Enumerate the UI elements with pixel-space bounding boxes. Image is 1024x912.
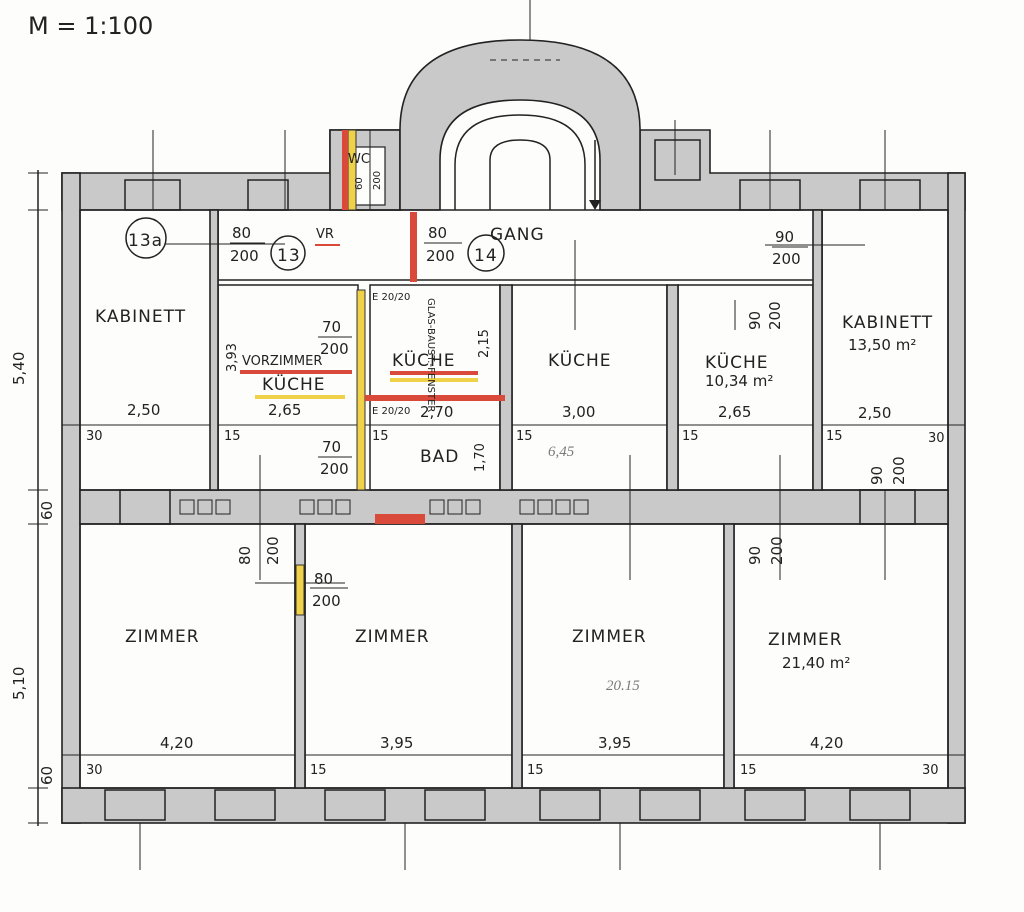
dim-height-60-a: 60 (38, 501, 56, 520)
label-gang: GANG (490, 225, 545, 245)
door-80-c: 80 (314, 570, 333, 588)
label-zimmer-4-area: 21,40 m² (782, 654, 850, 672)
door-200-c: 200 (772, 250, 801, 268)
label-vorzimmer: VORZIMMER (242, 354, 322, 369)
dim-e20-b: E 20/20 (372, 406, 410, 417)
label-kuche-mid: KÜCHE (392, 349, 456, 371)
door-dimensions: 80 200 80 200 90 200 70 200 70 200 80 20… (230, 171, 908, 610)
dim-4-20-right: 4,20 (810, 734, 843, 752)
label-kuche-4-area: 10,34 m² (705, 372, 773, 390)
label-zimmer-1: ZIMMER (125, 627, 200, 647)
scale-label: M = 1:100 (28, 12, 153, 40)
door-200-j: 200 (890, 456, 908, 485)
door-200-d: 200 (320, 340, 349, 358)
label-vr: VR (316, 227, 334, 242)
dim-2-70: 2,70 (420, 403, 453, 421)
wc-60: 60 (354, 177, 365, 190)
dim-4-20-left: 4,20 (160, 734, 193, 752)
label-wc: WC (348, 152, 370, 167)
dim-2-65-left: 2,65 (268, 401, 301, 419)
dim-height-3-93: 3,93 (225, 343, 240, 372)
door-200-b: 200 (426, 247, 455, 265)
door-200-e: 200 (320, 460, 349, 478)
label-kabinett-left: KABINETT (95, 307, 186, 327)
room-labels: KABINETT VORZIMMER KÜCHE KÜCHE KÜCHE KÜC… (95, 152, 933, 672)
label-kuche-4: KÜCHE (705, 351, 769, 373)
dim-wall-30-c: 30 (86, 763, 103, 778)
label-kuche-small: KÜCHE (262, 373, 326, 395)
door-200-i: 200 (768, 536, 786, 565)
label-zimmer-4: ZIMMER (768, 630, 843, 650)
label-kabinett-right-area: 13,50 m² (848, 336, 916, 354)
dim-wall-15-g: 15 (527, 763, 544, 778)
dim-height-60-b: 60 (38, 766, 56, 785)
marker-13a: 13a (128, 231, 163, 251)
dim-wall-15-f: 15 (310, 763, 327, 778)
door-90-c: 90 (746, 546, 764, 565)
dim-height-5-40: 5,40 (10, 352, 28, 385)
pencil-6-45: 6,45 (548, 444, 575, 460)
door-200-h: 200 (766, 301, 784, 330)
dim-2-65-right: 2,65 (718, 403, 751, 421)
dim-wall-30-b: 30 (928, 431, 945, 446)
dim-3-95-a: 3,95 (380, 734, 413, 752)
dim-wall-30-a: 30 (86, 429, 103, 444)
door-200-a: 200 (230, 247, 259, 265)
dim-height-2-15: 2,15 (477, 329, 492, 358)
dim-3-95-b: 3,95 (598, 734, 631, 752)
dim-height-1-70: 1,70 (473, 443, 488, 472)
left-dimension-chain (28, 170, 48, 826)
door-200-f: 200 (312, 592, 341, 610)
label-bad: BAD (420, 447, 459, 467)
dim-height-5-10: 5,10 (10, 667, 28, 700)
dim-wall-15-c: 15 (516, 429, 533, 444)
marker-14: 14 (474, 246, 498, 266)
stair-arch (399, 0, 641, 211)
dimension-labels: 2,50 2,65 2,70 3,00 2,65 2,50 4,20 3,95 … (10, 292, 945, 785)
pencil-20-15: 20.15 (606, 678, 640, 694)
dim-wall-15-b: 15 (372, 429, 389, 444)
dim-wall-15-h: 15 (740, 763, 757, 778)
dim-wall-15-e: 15 (826, 429, 843, 444)
door-90-a: 90 (775, 228, 794, 246)
door-70-b: 70 (322, 438, 341, 456)
label-zimmer-3: ZIMMER (572, 627, 647, 647)
label-glass-window: GLAS-BAUST.-FENSTER (425, 298, 436, 412)
dim-2-50-right: 2,50 (858, 404, 891, 422)
marker-13: 13 (277, 246, 301, 266)
door-90-b: 90 (746, 311, 764, 330)
dim-2-50-left: 2,50 (127, 401, 160, 419)
color-annotations (240, 129, 505, 616)
leader-lines (139, 120, 886, 870)
door-90-d: 90 (868, 466, 886, 485)
door-80-b: 80 (428, 224, 447, 242)
label-zimmer-2: ZIMMER (355, 627, 430, 647)
dim-wall-15-a: 15 (224, 429, 241, 444)
dim-3-00: 3,00 (562, 403, 595, 421)
door-70-a: 70 (322, 318, 341, 336)
door-200-g: 200 (264, 536, 282, 565)
pencil-notes: 6,45 20.15 (548, 444, 640, 694)
label-kabinett-right: KABINETT (842, 313, 933, 333)
dim-wall-15-d: 15 (682, 429, 699, 444)
label-kuche-3: KÜCHE (548, 349, 612, 371)
door-80-a: 80 (232, 224, 251, 242)
wc-200: 200 (372, 171, 383, 190)
unit-markers: 13a 13 14 (125, 217, 505, 272)
dim-e20-a: E 20/20 (372, 292, 410, 303)
door-80-d: 80 (236, 546, 254, 565)
dim-wall-30-d: 30 (922, 763, 939, 778)
